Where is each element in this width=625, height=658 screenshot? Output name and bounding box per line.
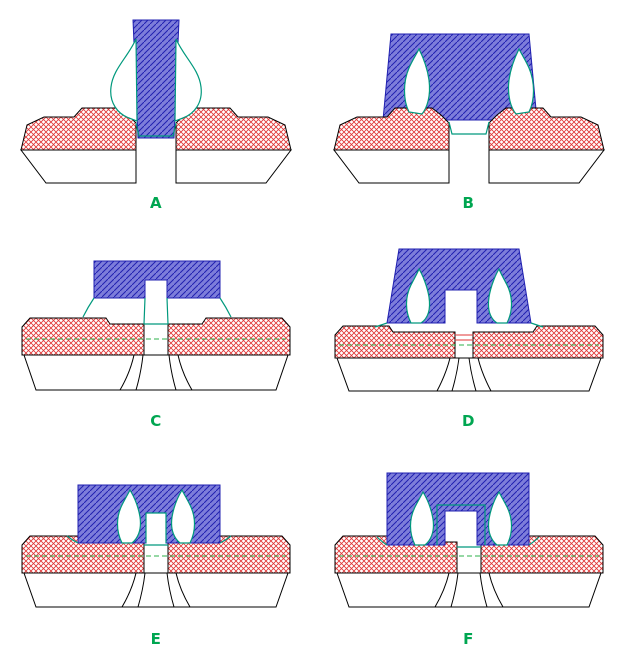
substrate	[336, 357, 602, 392]
gate-electrode	[77, 484, 221, 544]
spacer-right	[171, 488, 196, 544]
spacer-right	[487, 490, 512, 546]
panel-a: A	[0, 6, 313, 212]
channel-pedestal-line	[143, 297, 169, 325]
panel-d-diagram	[334, 248, 604, 392]
panel-a-label: A	[149, 194, 163, 212]
source-drain-left	[20, 107, 137, 151]
substrate-trench-lines	[436, 357, 492, 392]
spacer-left	[110, 38, 138, 122]
gate-corner-curls	[376, 536, 540, 546]
substrate-right	[175, 149, 293, 184]
panel-e: E	[0, 452, 313, 648]
panel-e-diagram	[21, 484, 291, 608]
panel-e-label: E	[150, 630, 162, 648]
gate-corner-curls	[66, 535, 232, 544]
panel-d: D	[313, 234, 625, 430]
spacer-left	[117, 488, 142, 544]
gate-electrode	[93, 260, 221, 299]
spacer-right	[487, 267, 512, 324]
gate-notch-liner	[145, 512, 167, 543]
substrate-left	[20, 149, 137, 184]
source-drain-left	[333, 107, 450, 151]
source-drain-right	[488, 107, 605, 151]
panel-c: C	[0, 234, 313, 430]
panel-c-label: C	[150, 412, 163, 430]
substrate-trench-lines	[434, 572, 504, 608]
gate-corner-curls	[374, 322, 543, 328]
source-drain-left	[334, 325, 456, 359]
spacer-right	[507, 47, 534, 115]
spacer-left	[403, 47, 430, 115]
gate-foot-line	[448, 121, 490, 135]
spacer-left	[405, 267, 430, 324]
panel-c-diagram	[21, 260, 291, 391]
panel-b: B	[313, 6, 625, 212]
substrate	[336, 572, 602, 608]
gate-foot-line	[135, 122, 177, 137]
spacer-right	[174, 38, 203, 122]
substrate-trench-lines	[119, 354, 193, 391]
panel-f: F	[313, 452, 625, 648]
panel-f-label: F	[463, 630, 475, 648]
source-drain-right	[472, 325, 604, 359]
gate-notch-liner	[436, 504, 486, 545]
panel-b-label: B	[462, 194, 475, 212]
panel-d-label: D	[462, 412, 476, 430]
substrate-trench-lines	[121, 572, 191, 608]
source-drain-right	[167, 317, 291, 356]
substrate-left	[332, 149, 450, 184]
substrate	[23, 572, 289, 608]
gate-corner-curls	[82, 297, 232, 318]
substrate	[23, 354, 289, 391]
panel-f-diagram	[334, 472, 604, 608]
source-drain-left	[21, 317, 145, 356]
panel-b-diagram	[332, 33, 605, 184]
source-drain-right	[175, 107, 292, 151]
substrate-right	[488, 149, 605, 184]
channel-lines	[454, 334, 473, 341]
panel-a-diagram	[20, 19, 293, 184]
spacer-left	[409, 490, 434, 546]
gate-electrode	[132, 19, 180, 139]
